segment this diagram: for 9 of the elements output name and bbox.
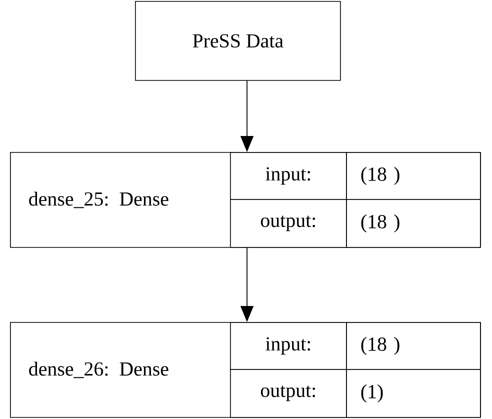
- value-cell: (1): [346, 369, 481, 418]
- value-cell: (18 ): [346, 322, 481, 370]
- label-cell: output:: [230, 369, 347, 418]
- label-cell: input:: [230, 152, 347, 200]
- input-box: PreSS Data: [135, 1, 341, 81]
- value-cell: (18 ): [346, 152, 481, 200]
- label-cell: output:: [230, 199, 347, 248]
- value-cell: (18 ): [346, 199, 481, 248]
- label-cell: input:: [230, 322, 347, 370]
